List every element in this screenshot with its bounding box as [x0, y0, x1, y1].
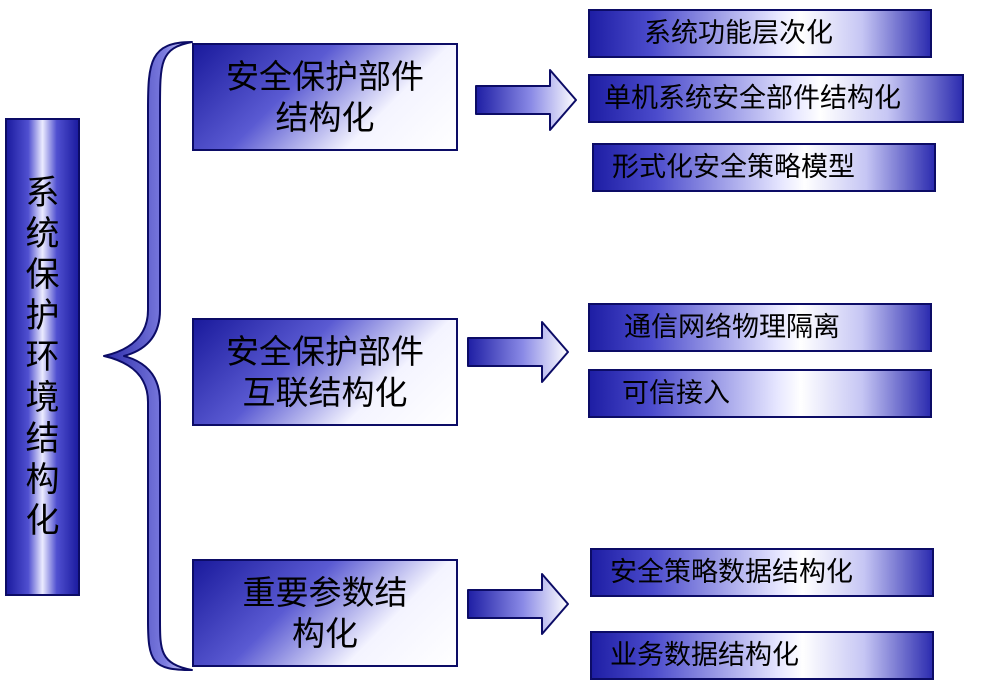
leaf-label: 形式化安全策略模型	[612, 151, 855, 183]
leaf-node: 业务数据结构化	[590, 631, 934, 680]
root-char: 境	[25, 377, 60, 418]
leaf-node: 形式化安全策略模型	[592, 143, 936, 192]
leaf-label: 系统功能层次化	[644, 17, 833, 49]
root-label: 系 统 保 护 环 境 结 构 化	[26, 173, 60, 542]
root-char: 结	[25, 418, 60, 459]
root-char: 构	[25, 459, 60, 500]
arrow-right-icon	[467, 573, 569, 635]
group-label-line: 构化	[292, 614, 358, 653]
leaf-label: 业务数据结构化	[610, 639, 799, 671]
root-char: 保	[25, 254, 60, 295]
root-char: 护	[25, 295, 60, 336]
group-label-line: 互联结构化	[242, 373, 408, 412]
group-label: 安全保护部件 互联结构化	[226, 331, 424, 413]
group-label-line: 安全保护部件	[226, 57, 424, 96]
arrow-right-icon	[467, 321, 569, 383]
group-label-line: 安全保护部件	[226, 332, 424, 371]
root-char: 环	[25, 336, 60, 377]
root-char: 系	[25, 172, 60, 213]
root-char: 统	[25, 213, 60, 254]
leaf-node: 系统功能层次化	[588, 9, 932, 58]
group-label-line: 重要参数结	[242, 573, 408, 612]
group-node-parameter-structuring: 重要参数结 构化	[192, 559, 458, 667]
group-label-line: 结构化	[275, 98, 375, 137]
leaf-label: 可信接入	[622, 377, 730, 409]
leaf-node: 单机系统安全部件结构化	[588, 74, 964, 123]
root-node: 系 统 保 护 环 境 结 构 化	[5, 118, 80, 596]
curly-brace	[103, 41, 193, 671]
group-node-component-structuring: 安全保护部件 结构化	[192, 43, 458, 151]
leaf-label: 单机系统安全部件结构化	[604, 82, 901, 114]
root-char: 化	[25, 500, 60, 541]
leaf-node: 可信接入	[588, 369, 932, 418]
group-label: 安全保护部件 结构化	[226, 56, 424, 138]
leaf-node: 安全策略数据结构化	[590, 548, 934, 597]
group-label: 重要参数结 构化	[243, 572, 408, 654]
group-node-interconnect-structuring: 安全保护部件 互联结构化	[192, 318, 458, 426]
leaf-label: 通信网络物理隔离	[624, 311, 840, 343]
arrow-right-icon	[475, 69, 577, 131]
leaf-node: 通信网络物理隔离	[588, 303, 932, 352]
leaf-label: 安全策略数据结构化	[610, 556, 853, 588]
